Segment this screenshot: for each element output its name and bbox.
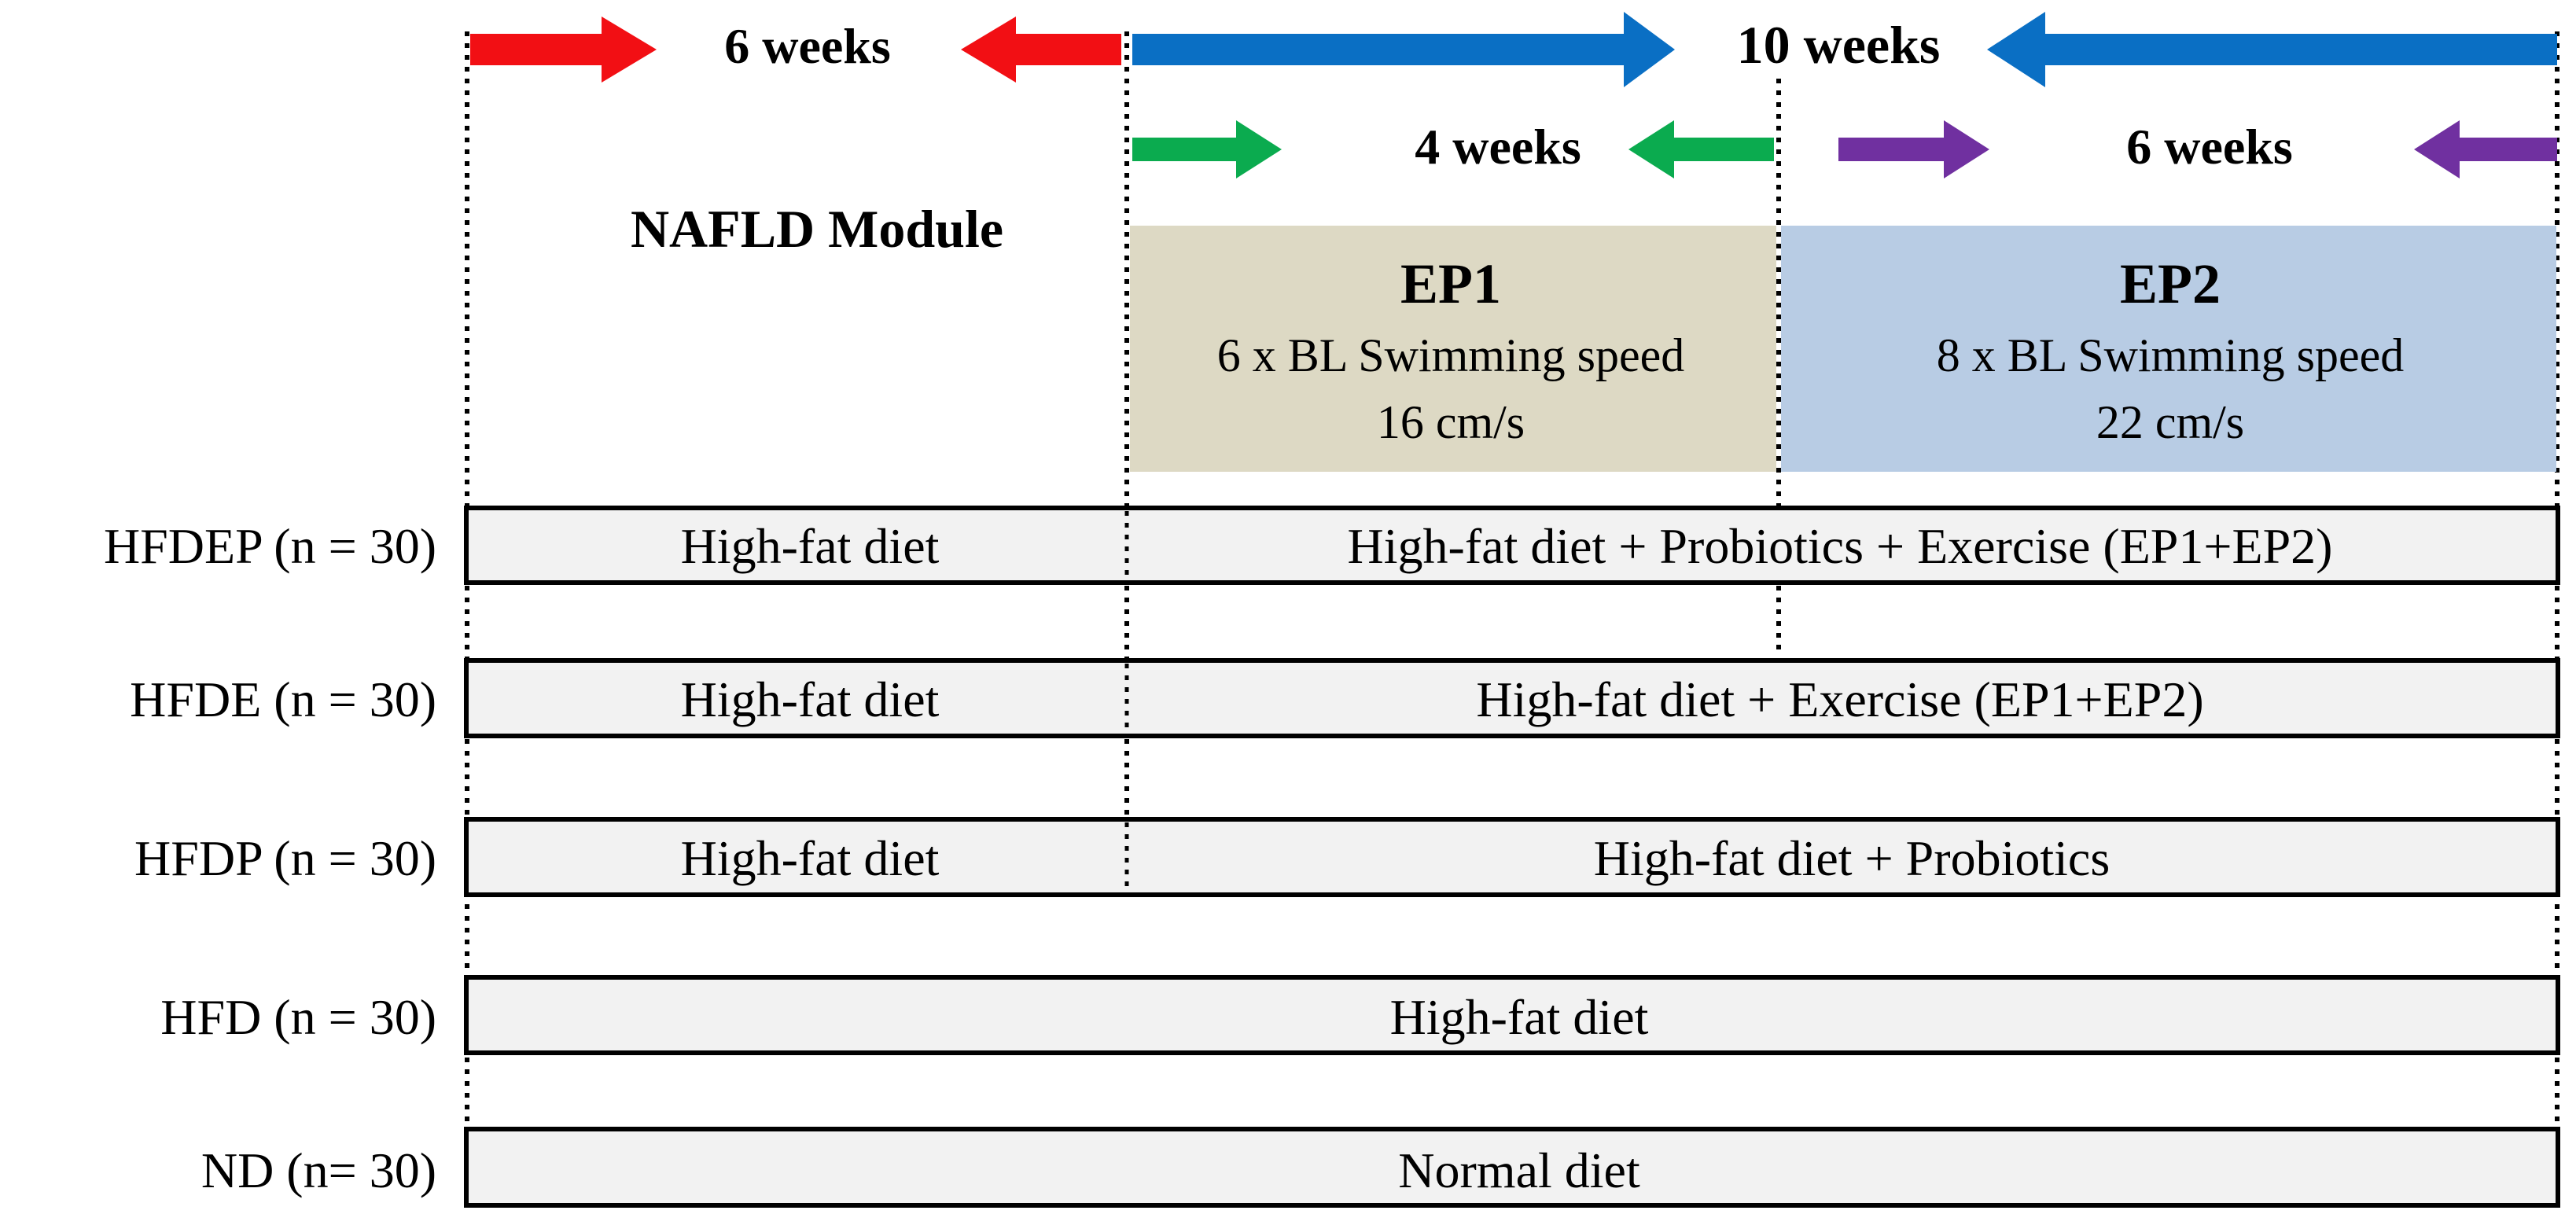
ep1-title: EP1 xyxy=(1400,252,1501,315)
nafld-module-label: NAFLD Module xyxy=(631,199,1003,259)
arrow-shape xyxy=(961,17,1121,83)
arrow-shape xyxy=(1132,12,1675,87)
arrow-4-weeks-left xyxy=(1132,120,1282,178)
label-6-weeks-module: 6 weeks xyxy=(724,18,891,74)
ep2-speed-description: 8 x BL Swimming speed xyxy=(1937,329,2404,381)
arrow-10-weeks-left xyxy=(1132,12,1675,87)
group-row-hfde: HFDE (n = 30) High-fat diet High-fat die… xyxy=(130,658,2560,738)
group-label: HFD (n = 30) xyxy=(160,989,436,1045)
group-full-label: High-fat diet xyxy=(1390,989,1649,1045)
label-6-weeks-ep2: 6 weeks xyxy=(2126,119,2293,175)
group-label: HFDP (n = 30) xyxy=(134,830,436,886)
ep2-title: EP2 xyxy=(2120,252,2221,315)
arrow-shape xyxy=(1628,120,1774,178)
arrow-6-weeks-ep2-right xyxy=(2414,120,2557,178)
group-phase1-label: High-fat diet xyxy=(681,830,940,886)
group-bar xyxy=(464,975,2560,1055)
group-bar xyxy=(464,506,2560,585)
arrow-shape xyxy=(2414,120,2557,178)
group-phase2-label: High-fat diet + Exercise (EP1+EP2) xyxy=(1476,671,2203,727)
group-label: HFDEP (n = 30) xyxy=(104,518,436,574)
arrow-10-weeks-right xyxy=(1987,12,2557,87)
arrow-shape xyxy=(470,17,657,83)
ep1-speed-description: 6 x BL Swimming speed xyxy=(1217,329,1684,381)
arrow-shape xyxy=(1987,12,2557,87)
group-row-nd: ND (n= 30) Normal diet xyxy=(201,1127,2560,1208)
arrow-6-weeks-left xyxy=(470,17,657,83)
group-phase1-label: High-fat diet xyxy=(681,671,940,727)
arrow-4-weeks-right xyxy=(1628,120,1774,178)
arrow-shape xyxy=(1838,120,1989,178)
group-row-hfd: HFD (n = 30) High-fat diet xyxy=(160,975,2560,1055)
arrow-shape xyxy=(1132,120,1282,178)
ep1-speed-value: 16 cm/s xyxy=(1377,396,1525,448)
group-phase2-label: High-fat diet + Probiotics xyxy=(1594,830,2110,886)
group-bar xyxy=(464,658,2560,738)
group-row-hfdp: HFDP (n = 30) High-fat diet High-fat die… xyxy=(134,817,2560,897)
label-4-weeks-ep1: 4 weeks xyxy=(1415,119,1581,175)
group-phase1-label: High-fat diet xyxy=(681,518,940,574)
group-phase2-label: High-fat diet + Probiotics + Exercise (E… xyxy=(1348,518,2333,574)
ep1-box xyxy=(1130,226,1776,472)
arrow-6-weeks-ep2-left xyxy=(1838,120,1989,178)
group-bar xyxy=(464,1127,2560,1208)
group-label: HFDE (n = 30) xyxy=(130,671,436,727)
group-bar xyxy=(464,817,2560,897)
ep2-box xyxy=(1781,226,2556,472)
group-full-label: Normal diet xyxy=(1398,1142,1640,1198)
group-row-hfdep: HFDEP (n = 30) High-fat diet High-fat di… xyxy=(104,506,2560,585)
arrow-6-weeks-right xyxy=(961,17,1121,83)
label-10-weeks-intervention: 10 weeks xyxy=(1737,15,1941,75)
ep2-speed-value: 22 cm/s xyxy=(2096,396,2244,448)
group-label: ND (n= 30) xyxy=(201,1142,436,1198)
